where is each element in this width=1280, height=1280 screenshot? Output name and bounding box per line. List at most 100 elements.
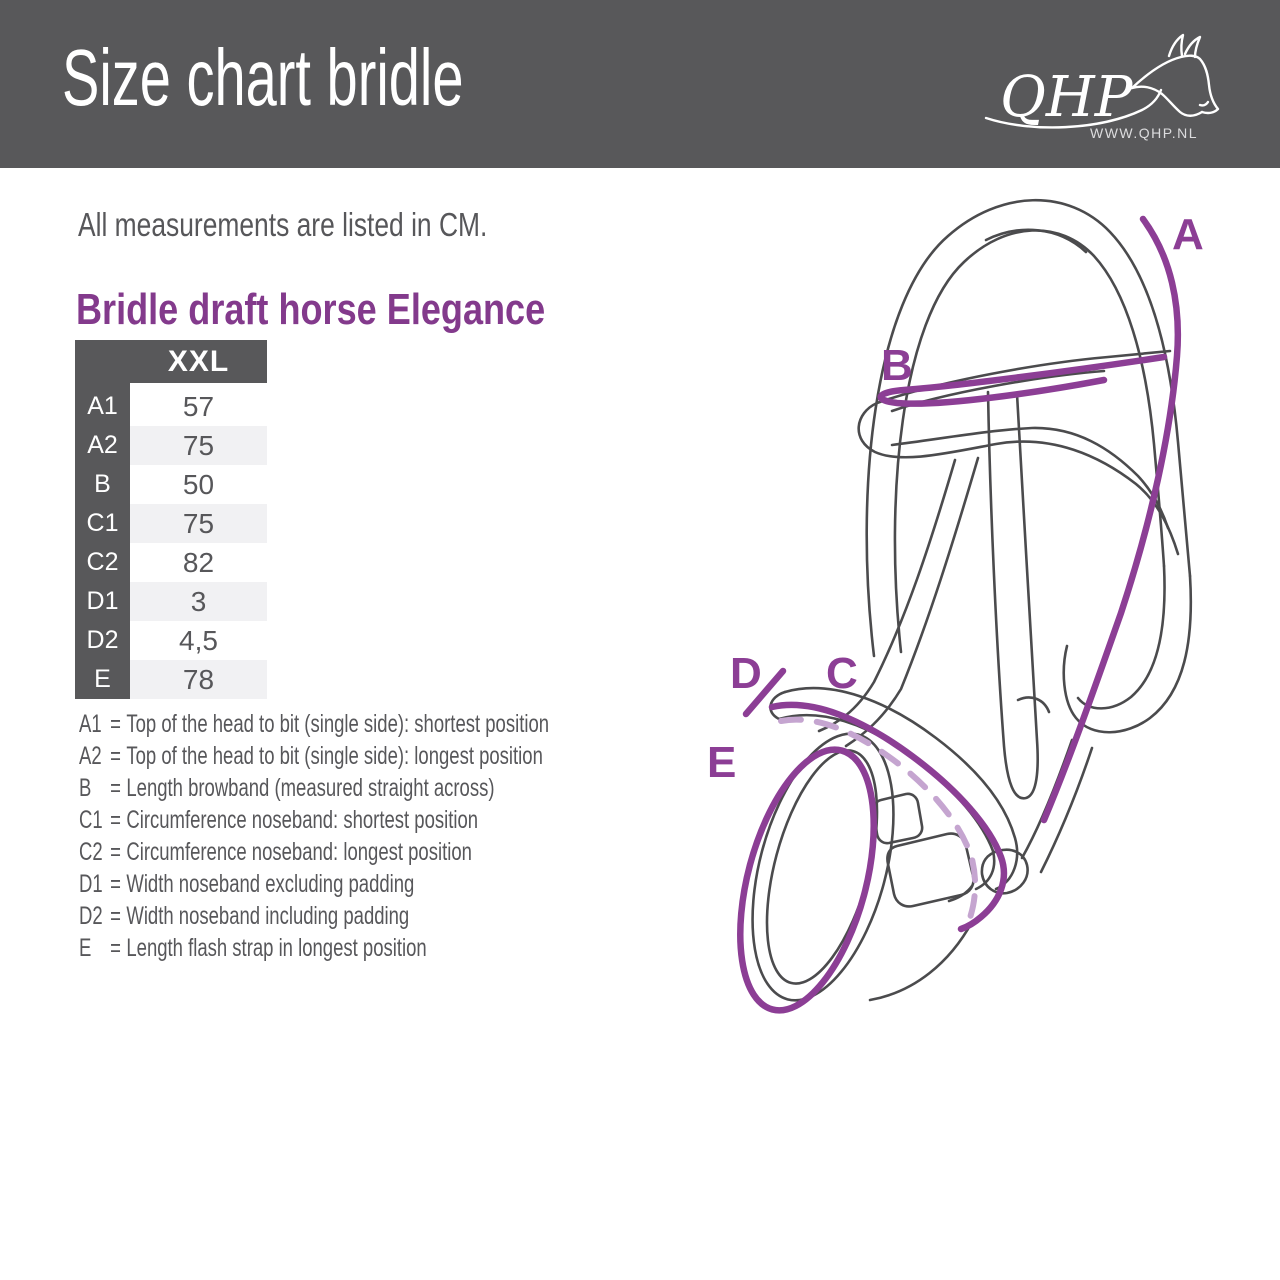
diagram-label-e: E	[707, 738, 736, 787]
browband-top	[875, 349, 1172, 405]
legend-equals: =	[110, 933, 121, 962]
measurement-loop-e	[737, 746, 877, 1014]
measurement-line-c-dashed	[778, 716, 979, 931]
legend-item: C2=Circumference noseband: longest posit…	[79, 836, 549, 868]
noseband-buckle-small	[872, 792, 924, 845]
legend-item-text: Width noseband including padding	[126, 901, 410, 930]
row-value: 57	[130, 387, 267, 426]
bridle-diagram: A B C D E	[707, 198, 1204, 1014]
row-value: 3	[130, 582, 267, 621]
legend-item-label: A2	[79, 741, 102, 770]
diagram-label-d: D	[730, 649, 762, 698]
row-value: 50	[130, 465, 267, 504]
legend-item-text: Circumference noseband: shortest positio…	[126, 805, 479, 834]
measurement-line-c	[768, 701, 1008, 933]
legend-equals: =	[110, 805, 121, 834]
legend-item-text: Top of the head to bit (single side): lo…	[126, 741, 543, 770]
row-label: A1	[75, 387, 130, 426]
table-corner-cell	[75, 340, 130, 387]
legend-equals: =	[110, 741, 121, 770]
right-cheek-strap-1	[1020, 738, 1074, 860]
measurement-overlays: A B C D E	[707, 210, 1204, 1014]
row-label: D2	[75, 621, 130, 660]
row-label: B	[75, 465, 130, 504]
qhp-logo: QHP WWW.QHP.NL	[984, 33, 1220, 141]
legend-item-text: Top of the head to bit (single side): sh…	[126, 709, 550, 738]
page-title: Size chart bridle	[62, 33, 464, 122]
legend-item-label: D2	[79, 901, 103, 930]
row-value: 78	[130, 660, 267, 699]
middle-cheekpiece-loop	[986, 390, 1039, 800]
product-heading: Bridle draft horse Elegance	[76, 285, 546, 334]
row-value: 75	[130, 426, 267, 465]
legend-item-label: C1	[79, 805, 103, 834]
row-label: E	[75, 660, 130, 699]
legend-item-text: Width noseband excluding padding	[126, 869, 415, 898]
banner: Size chart bridle QHP WWW.QHP.NL	[0, 0, 1280, 168]
noseband-tip-curl	[974, 849, 996, 891]
table-header-row: XXL	[75, 340, 267, 387]
measurement-line-d	[742, 667, 787, 718]
measurement-legend: A1=Top of the head to bit (single side):…	[79, 708, 549, 964]
measurement-line-a	[1040, 215, 1182, 824]
strap-connector	[1016, 696, 1051, 714]
legend-item-label: A1	[79, 709, 102, 738]
horse-head-icon	[1130, 33, 1220, 117]
crownpiece-inner	[893, 229, 1166, 654]
left-cheek-strap-2	[844, 456, 980, 748]
logo-swoosh	[984, 88, 1163, 129]
row-label: C1	[75, 504, 130, 543]
legend-item-text: Circumference noseband: longest position	[126, 837, 472, 866]
legend-equals: =	[110, 869, 121, 898]
legend-item-label: C2	[79, 837, 103, 866]
noseband-top-edge	[783, 686, 1019, 891]
legend-equals: =	[110, 837, 121, 866]
diagram-label-b: B	[881, 341, 913, 390]
right-strap-outer	[1062, 574, 1193, 734]
diagram-label-a: A	[1172, 210, 1204, 259]
legend-item-text: Length browband (measured straight acros…	[126, 773, 495, 802]
crownpiece-detail	[984, 228, 1088, 254]
right-cheek-strap-2	[1039, 746, 1094, 874]
legend-item: C1=Circumference noseband: shortest posi…	[79, 804, 549, 836]
buckle-detail-line	[947, 884, 974, 903]
legend-equals: =	[110, 773, 121, 802]
legend-item: D1=Width noseband excluding padding	[79, 868, 549, 900]
flash-strap-inner	[765, 749, 879, 985]
qhp-logo-url: WWW.QHP.NL	[1090, 125, 1198, 141]
row-value: 82	[130, 543, 267, 582]
measurement-line-b	[877, 353, 1168, 407]
row-label: A2	[75, 426, 130, 465]
legend-item: B =Length browband (measured straight acr…	[79, 772, 549, 804]
legend-item: E =Length flash strap in longest position	[79, 932, 549, 964]
diagram-label-c: C	[826, 649, 858, 698]
legend-item-text: Length flash strap in longest position	[126, 933, 427, 962]
row-label: D1	[75, 582, 130, 621]
legend-equals: =	[110, 709, 121, 738]
row-value: 75	[130, 504, 267, 543]
legend-item-label: B	[79, 773, 92, 802]
size-column-header: XXL	[130, 340, 267, 387]
flash-strap-tail	[868, 920, 974, 1002]
measurement-note: All measurements are listed in CM.	[78, 206, 488, 243]
legend-item: A1 =Top of the head to bit (single side):…	[79, 708, 549, 740]
legend-equals: =	[110, 901, 121, 930]
row-value: 4,5	[130, 621, 267, 660]
right-strap-inner	[1076, 564, 1166, 710]
row-label: C2	[75, 543, 130, 582]
noseband-tip-keeper	[980, 848, 1029, 895]
browband-loop	[857, 401, 1180, 556]
legend-item: D2=Width noseband including padding	[79, 900, 549, 932]
legend-item-label: E	[79, 933, 92, 962]
